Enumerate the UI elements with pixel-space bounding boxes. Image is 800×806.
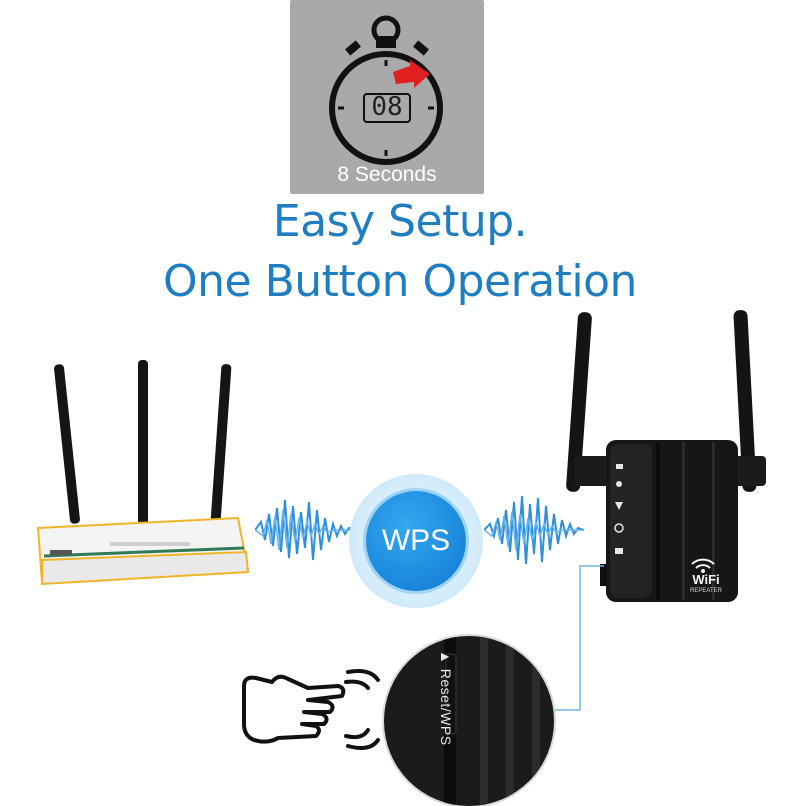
timer-arrow-shape <box>393 60 430 88</box>
wifi-logo-icon <box>691 558 715 569</box>
router-antenna-right <box>210 364 232 524</box>
timer-digits: 08 <box>371 92 403 122</box>
stopwatch-icon <box>329 15 443 165</box>
router-image <box>36 360 250 586</box>
reset-wps-label-wrap: ▲ Reset/WPS <box>436 650 460 770</box>
wps-label: WPS <box>381 524 451 557</box>
timer-panel: 08 8 Seconds <box>290 0 484 194</box>
hand-pointing-icon <box>242 674 346 744</box>
wps-badge-core: WPS <box>366 491 466 591</box>
timer-caption: 8 Seconds <box>337 163 437 186</box>
headline-one-button: One Button Operation <box>163 256 637 307</box>
router-antenna-left <box>54 364 80 524</box>
reset-button-zoom-art <box>444 636 540 806</box>
repeater-antenna-right <box>733 310 757 492</box>
repeater-antenna-left <box>566 312 592 492</box>
signal-wave-right <box>484 495 584 565</box>
router-antenna-center <box>138 360 148 525</box>
repeater-subtitle-label: REPEATER <box>690 588 722 594</box>
reset-wps-label: ▲ Reset/WPS <box>438 650 454 746</box>
press-signal-icon <box>344 669 380 750</box>
reset-button-zoom <box>384 636 554 806</box>
wps-badge: WPS <box>349 474 483 608</box>
signal-wave-left <box>255 499 355 561</box>
repeater-indicator-icons <box>614 464 624 554</box>
headline-easy-setup: Easy Setup. <box>272 196 528 247</box>
repeater-brand-label: WiFi <box>692 572 720 587</box>
repeater-image <box>566 310 766 602</box>
